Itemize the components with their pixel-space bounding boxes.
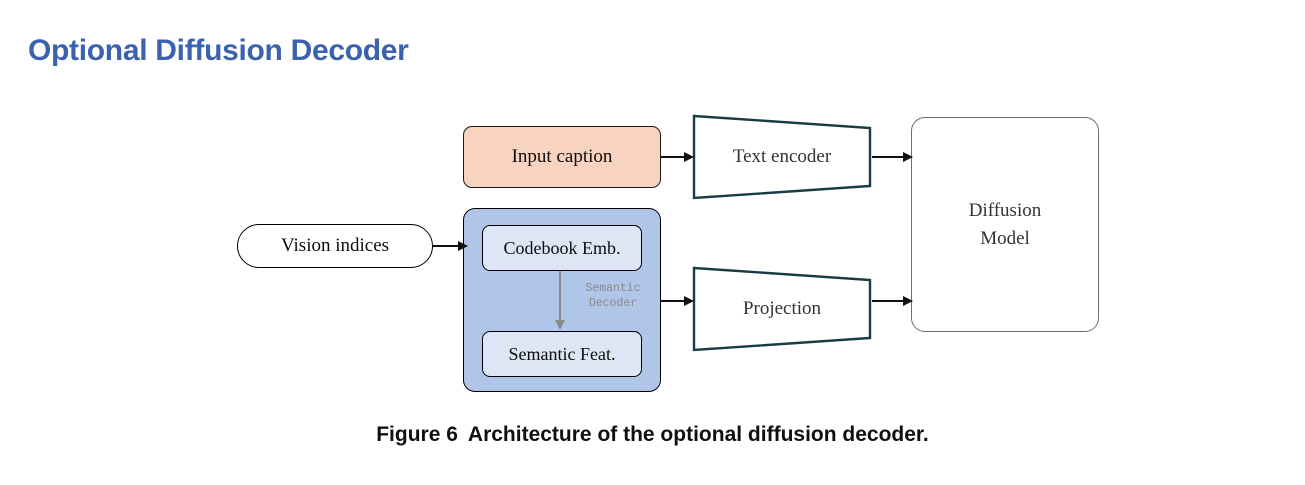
page-title: Optional Diffusion Decoder [28, 34, 409, 67]
projection-shape [692, 266, 872, 352]
node-codebook-emb-label: Codebook Emb. [503, 237, 621, 258]
edge-projection-to-diffusion-arrow [872, 296, 913, 306]
node-input-caption: Input caption [463, 126, 661, 188]
figure-caption-text: Architecture of the optional diffusion d… [467, 423, 929, 446]
semantic-decoder-label-line1: Semantic [585, 282, 641, 295]
node-diffusion-model-label-line1: Diffusion [968, 199, 1042, 221]
figure-caption-number: Figure 6 [376, 423, 458, 446]
node-projection: Projection [692, 266, 872, 352]
node-text-encoder: Text encoder [692, 114, 872, 200]
node-vision-indices-label: Vision indices [280, 235, 390, 256]
edge-text-encoder-to-diffusion-arrow [872, 152, 913, 162]
edge-caption-to-text-encoder-arrow [661, 152, 694, 162]
node-semantic-feat: Semantic Feat. [482, 331, 642, 377]
edge-container-to-projection-arrow [661, 296, 694, 306]
edge-codebook-to-semantic-feat-arrow [555, 271, 565, 330]
text-encoder-shape [692, 114, 872, 200]
node-codebook-emb: Codebook Emb. [482, 225, 642, 271]
node-semantic-decoder-container: Codebook Emb. Semantic Decoder Semantic … [463, 208, 661, 392]
node-semantic-feat-label: Semantic Feat. [508, 343, 616, 364]
edge-vision-to-container-arrow [433, 241, 468, 251]
node-vision-indices: Vision indices [237, 224, 433, 268]
node-input-caption-label: Input caption [511, 146, 613, 167]
figure-caption: Figure 6 Architecture of the optional dif… [0, 423, 1305, 447]
edge-semantic-decoder-label: Semantic Decoder [568, 281, 658, 311]
node-diffusion-model-label-line2: Model [980, 227, 1030, 249]
node-diffusion-model: Diffusion Model [911, 117, 1099, 332]
semantic-decoder-label-line2: Decoder [588, 297, 638, 310]
